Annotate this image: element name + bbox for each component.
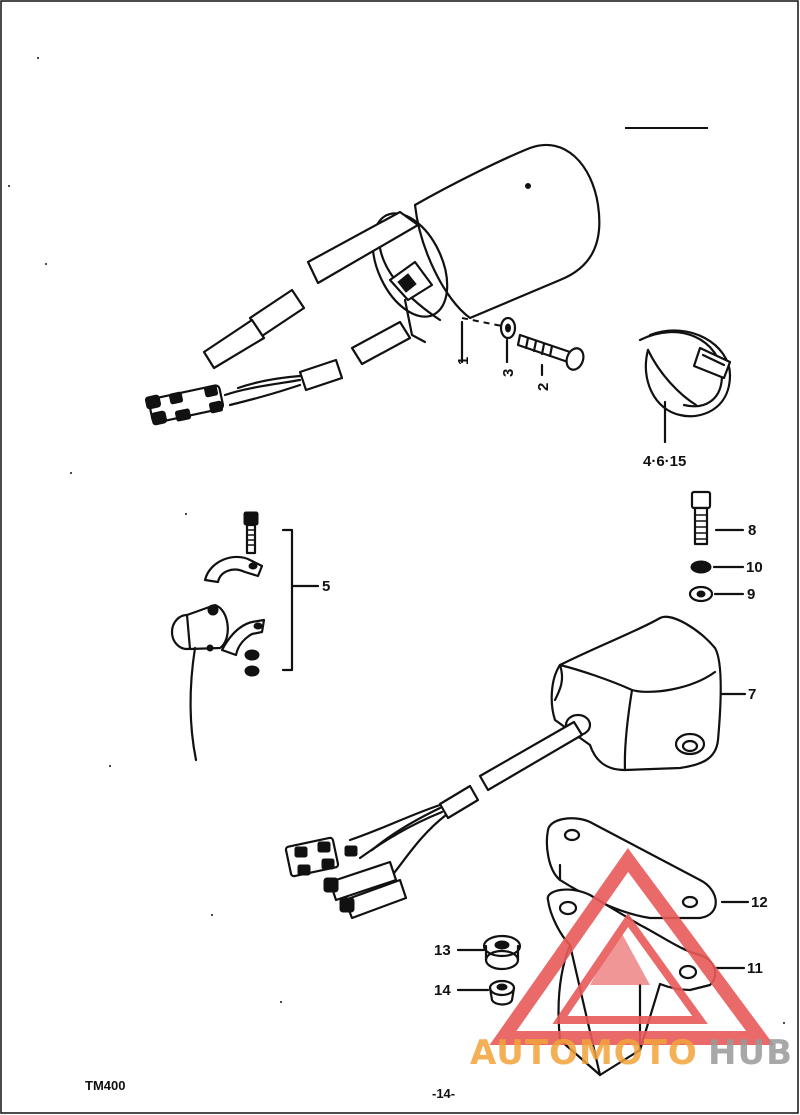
callout-4-6-15: 4·6·15 — [643, 453, 686, 470]
bolt-2 — [516, 333, 585, 377]
grommet-13 — [456, 934, 522, 971]
clamp-band — [638, 329, 732, 444]
switch-assembly — [170, 511, 320, 762]
ignition-coil — [144, 143, 601, 426]
callout-13: 13 — [434, 942, 451, 959]
bolt-8 — [690, 490, 745, 546]
callout-7: 7 — [748, 686, 756, 703]
callout-12: 12 — [751, 894, 768, 911]
callout-8: 8 — [748, 522, 756, 539]
callout-10: 10 — [746, 559, 763, 576]
page-number: -14- — [432, 1086, 455, 1101]
washer-10 — [690, 560, 745, 574]
callout-3: 3 — [500, 369, 517, 377]
callout-9: 9 — [747, 586, 755, 603]
callout-14: 14 — [434, 982, 451, 999]
collar-14 — [456, 979, 516, 1006]
nut-9 — [688, 585, 745, 603]
cdi-unit — [284, 615, 747, 920]
watermark-text-secondary: HUB — [708, 1033, 793, 1073]
watermark-text-primary: AUTOMOTO — [470, 1033, 698, 1073]
scan-specks — [8, 57, 785, 1024]
callout-2: 2 — [535, 383, 552, 391]
callout-1: 1 — [455, 357, 472, 365]
watermark-logo — [489, 848, 774, 1045]
dash-line — [461, 317, 503, 327]
callout-5: 5 — [322, 578, 330, 595]
callout-11: 11 — [747, 960, 763, 977]
model-code: TM400 — [85, 1078, 125, 1093]
washer-3 — [499, 316, 517, 364]
